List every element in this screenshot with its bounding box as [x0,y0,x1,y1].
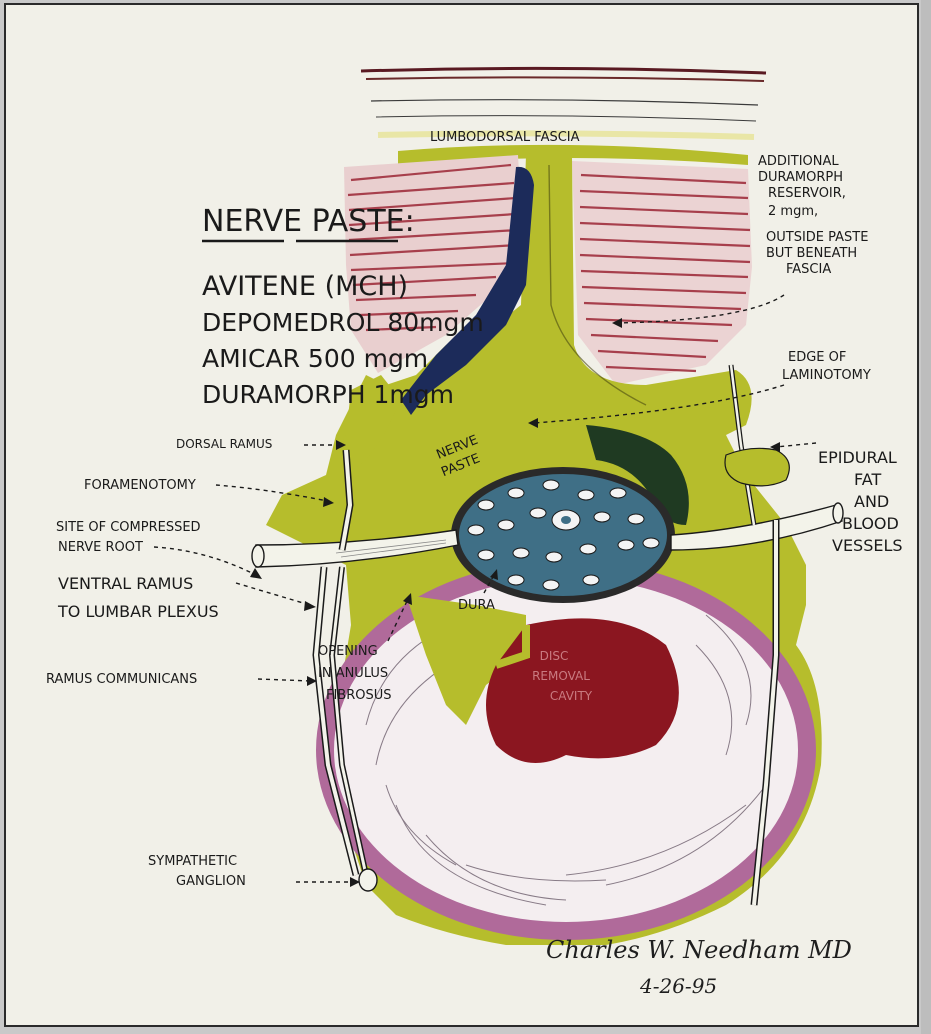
svg-text:OUTSIDE PASTE: OUTSIDE PASTE [766,230,868,245]
svg-text:CAVITY: CAVITY [550,689,593,703]
svg-text:DURAMORPH: DURAMORPH [758,170,843,185]
label-epidural-fat: EPIDURAL FAT AND BLOOD VESSELS [818,448,903,555]
svg-text:EPIDURAL: EPIDURAL [818,448,897,467]
skin-layers [361,68,766,137]
svg-text:VESSELS: VESSELS [832,536,903,555]
svg-text:OPENING: OPENING [318,644,378,659]
svg-text:BUT BENEATH: BUT BENEATH [766,246,857,261]
svg-text:RESERVOIR,: RESERVOIR, [768,186,846,201]
svg-text:SYMPATHETIC: SYMPATHETIC [148,854,237,869]
page-edge-strip [921,0,931,1034]
svg-text:SITE OF COMPRESSED: SITE OF COMPRESSED [56,520,201,535]
svg-text:BLOOD: BLOOD [842,514,899,533]
ingredient-item: AMICAR 500 mgm [202,344,428,373]
svg-text:GANGLION: GANGLION [176,874,246,889]
svg-text:LAMINOTOMY: LAMINOTOMY [782,368,871,383]
label-edge-laminotomy: EDGE OF LAMINOTOMY [782,350,871,383]
svg-text:VENTRAL RAMUS: VENTRAL RAMUS [58,574,193,593]
label-ramus-communicans: RAMUS COMMUNICANS [46,672,197,687]
svg-text:DISC: DISC [540,649,569,663]
paraspinal-muscle-right [572,161,752,385]
svg-text:FASCIA: FASCIA [786,262,831,277]
svg-text:FAT: FAT [854,470,881,489]
svg-text:2 mgm,: 2 mgm, [768,204,818,219]
svg-text:TO LUMBAR PLEXUS: TO LUMBAR PLEXUS [57,602,219,621]
svg-text:REMOVAL: REMOVAL [532,669,590,683]
spine-cross-section-diagram: NERVE PASTE: AVITENE (MCH) DEPOMEDROL 80… [6,5,917,1025]
label-dura: DURA [458,598,495,613]
ingredient-item: AVITENE (MCH) [202,271,408,302]
label-additional-reservoir: ADDITIONAL DURAMORPH RESERVOIR, 2 mgm, O… [758,154,868,277]
svg-text:NERVE ROOT: NERVE ROOT [58,540,143,555]
signature-name: Charles W. Needham MD [546,936,852,964]
label-lumbodorsal-fascia: LUMBODORSAL FASCIA [430,130,580,145]
label-foramenotomy: FORAMENOTOMY [84,478,196,493]
nerve-paste-heading: NERVE PASTE: [202,204,415,239]
label-sympathetic-ganglion: SYMPATHETIC GANGLION [148,854,246,889]
label-dorsal-ramus: DORSAL RAMUS [176,437,272,451]
epidural-fat-blob [725,448,789,486]
signature-date: 4-26-95 [639,974,717,998]
author-signature: Charles W. Needham MD 4-26-95 [546,936,852,998]
svg-text:AND: AND [854,492,889,511]
dura-sac [451,467,675,603]
illustration-frame: NERVE PASTE: AVITENE (MCH) DEPOMEDROL 80… [4,3,919,1027]
svg-text:FIBROSUS: FIBROSUS [326,688,392,703]
ingredient-item: DEPOMEDROL 80mgm [202,308,484,337]
svg-text:ADDITIONAL: ADDITIONAL [758,154,839,169]
svg-text:IN ANULUS: IN ANULUS [318,666,388,681]
label-ventral-ramus: VENTRAL RAMUS TO LUMBAR PLEXUS [57,574,219,621]
svg-text:EDGE OF: EDGE OF [788,350,846,365]
ingredient-item: DURAMORPH 1mgm [202,380,454,409]
